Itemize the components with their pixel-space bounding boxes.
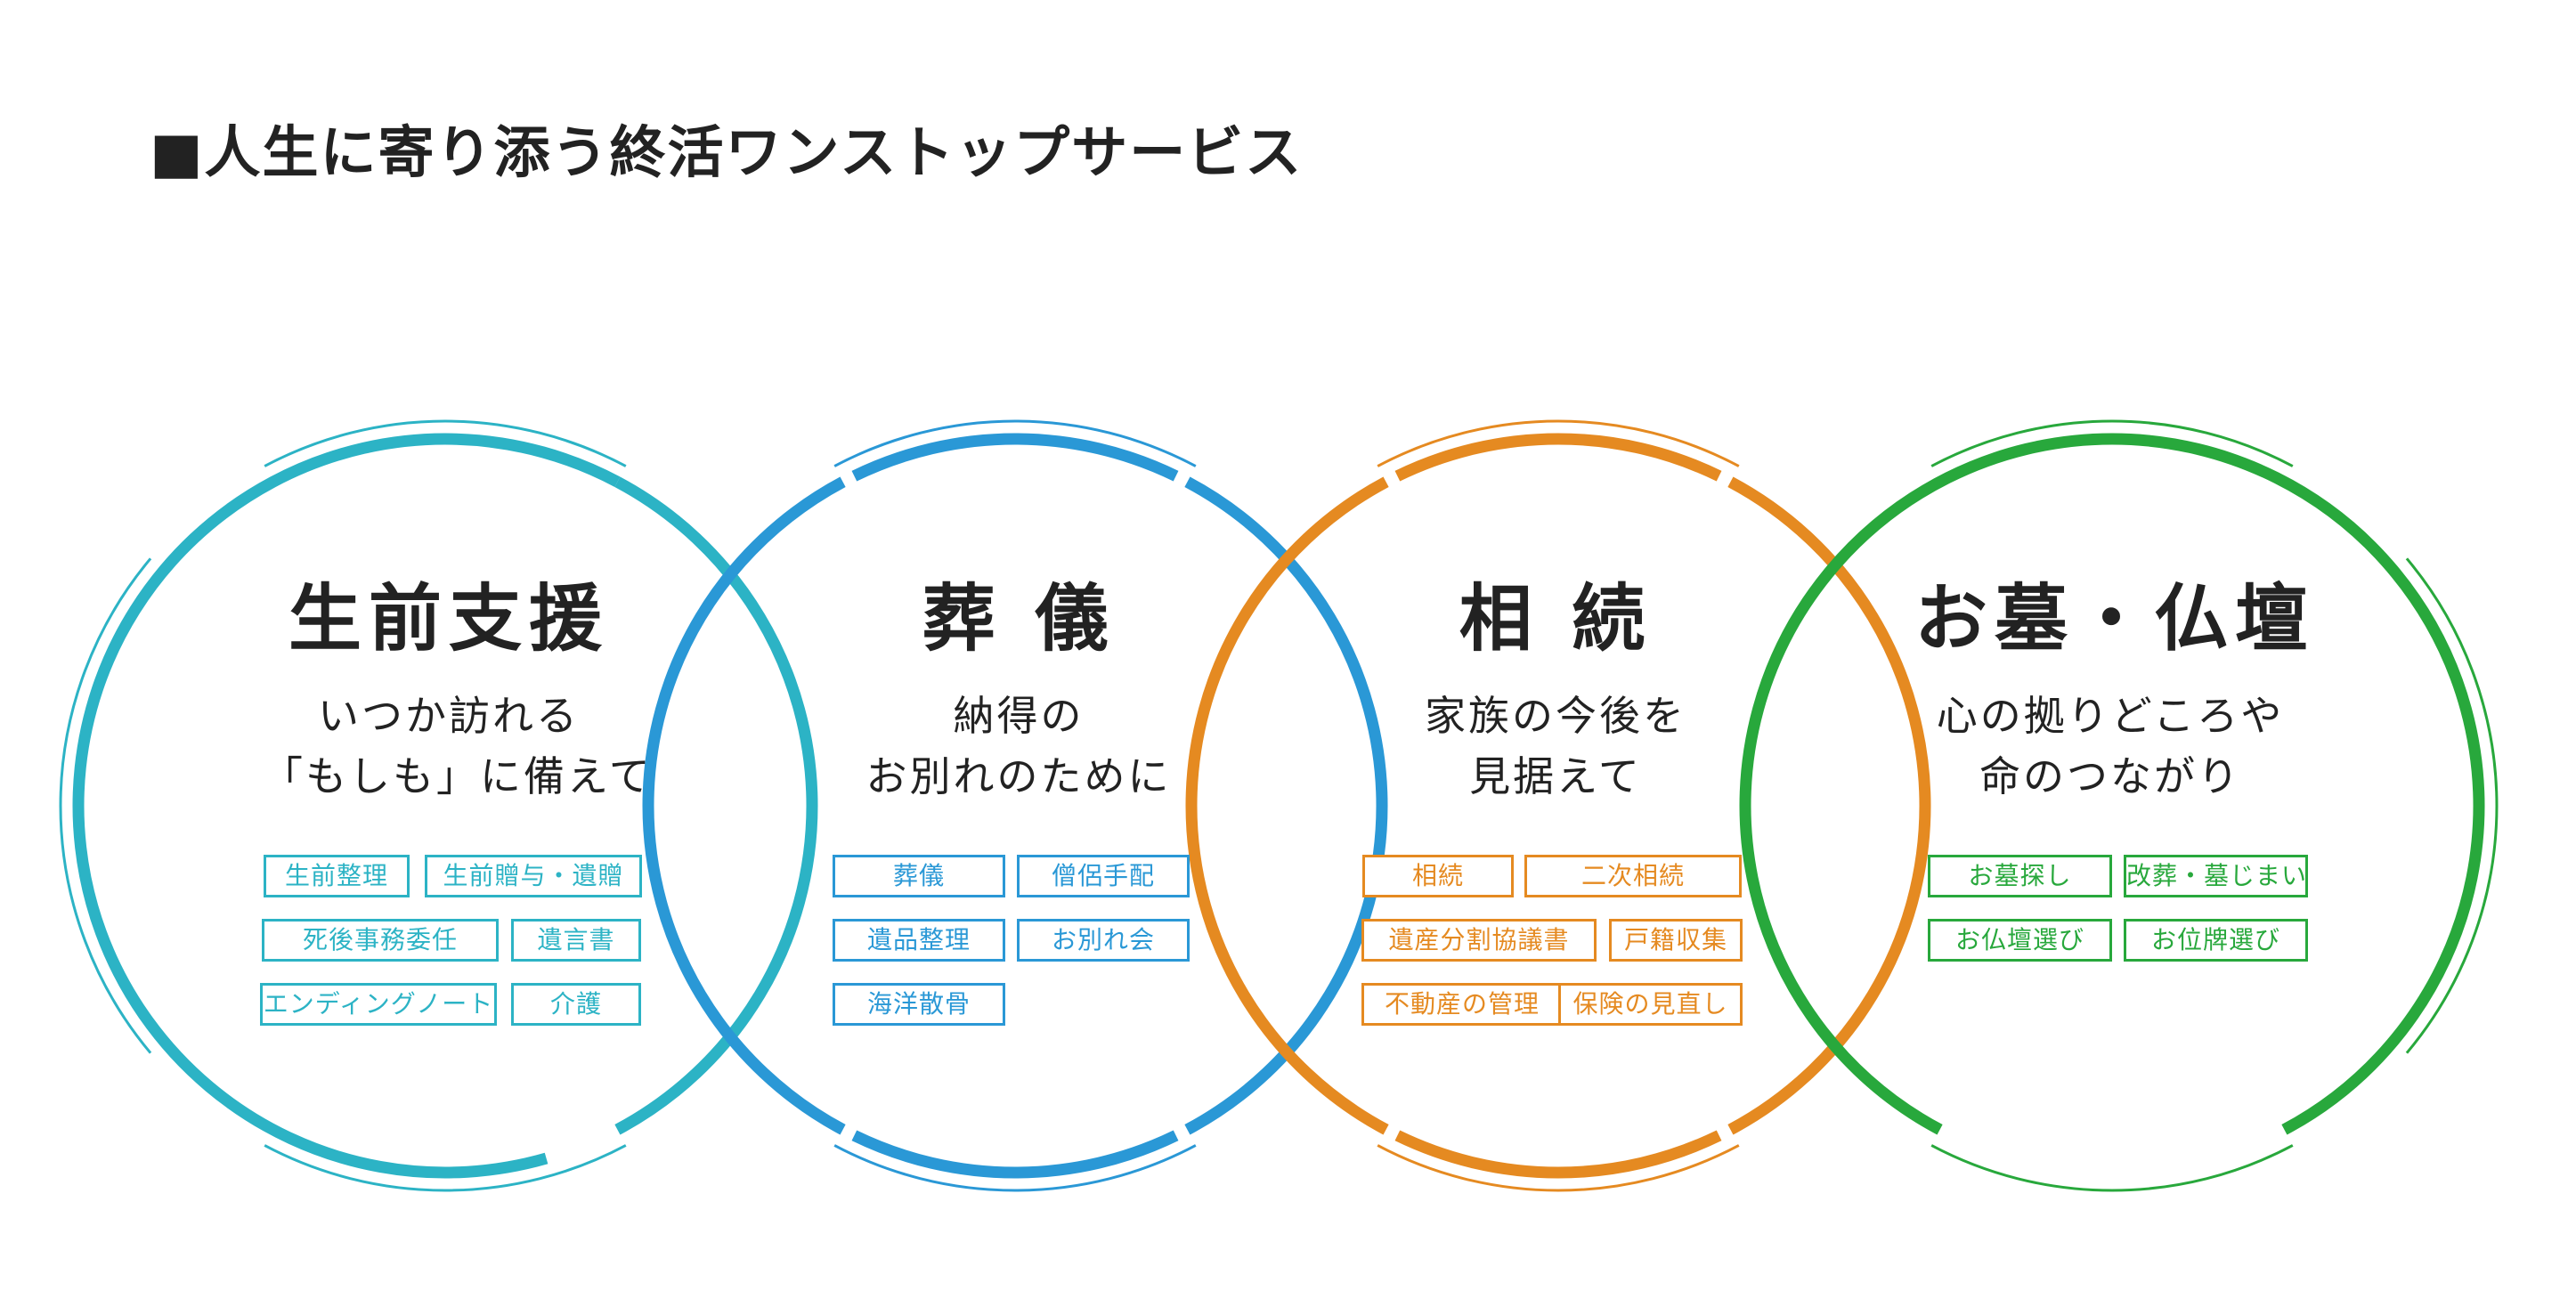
ring-accent-arc (1930, 1144, 2294, 1192)
service-tag[interactable]: お墓探し (1928, 855, 2112, 897)
service-lifetime-support: 生前支援 いつか訪れる 「もしも」に備えて (262, 577, 653, 1046)
service-tag[interactable]: エンディングノート (260, 983, 497, 1026)
service-tag[interactable]: 生前贈与・遺贈 (425, 855, 642, 897)
service-subtitle: 心の拠りどころや 命のつながり (1914, 686, 2306, 807)
ring-arc (1185, 476, 1389, 1135)
service-tag[interactable]: 死後事務委任 (262, 919, 499, 962)
page-title: ■人生に寄り添う終活ワンストップサービス (150, 120, 1304, 185)
ring-accent-arc (1930, 419, 2294, 467)
service-tag[interactable]: 遺産分割協議書 (1361, 919, 1597, 962)
service-subtitle: いつか訪れる 「もしも」に備えて (262, 686, 653, 807)
ring-arc (614, 476, 818, 1135)
ring-arc (1394, 433, 1722, 482)
service-subtitle-line: 心の拠りどころや (1936, 692, 2285, 740)
service-tag[interactable]: お位牌選び (2124, 919, 2308, 962)
service-tag[interactable]: 戸籍収集 (1609, 919, 1743, 962)
service-title: 生前支援 (288, 577, 609, 662)
ring-accent-arc (1377, 419, 1740, 467)
service-subtitle-line: 命のつながり (1979, 752, 2241, 800)
service-subtitle: 納得の お別れのために (841, 686, 1197, 807)
service-tag[interactable]: 僧侶手配 (1017, 855, 1190, 897)
service-subtitle-line: 家族の今後を (1425, 692, 1686, 740)
service-funeral: 葬 儀 納得の お別れのために (841, 583, 1197, 1046)
ring-arc (1727, 476, 1931, 1135)
service-tag[interactable]: 葬儀 (833, 855, 1005, 897)
service-subtitle-line: いつか訪れる (318, 692, 580, 740)
service-inheritance: 相 続 家族の今後を 見据えて (1369, 583, 1743, 1046)
service-title: 相 続 (1459, 577, 1653, 662)
ring-accent-arc (264, 419, 627, 467)
ring-accent-arc (833, 419, 1197, 467)
service-subtitle-line: 「もしも」に備えて (262, 752, 653, 800)
service-subtitle-line: お別れのために (865, 752, 1172, 800)
ring-inheritance (1185, 419, 1931, 1192)
service-tag[interactable]: 改葬・墓じまい (2124, 855, 2308, 897)
ring-accent-arc (833, 1144, 1197, 1192)
ring-accent-arc (1377, 1144, 1740, 1192)
service-subtitle: 家族の今後を 見据えて (1369, 686, 1743, 807)
ring-grave-altar (1739, 419, 2499, 1192)
ring-arc (851, 1130, 1179, 1179)
service-title: お墓・仏壇 (1914, 577, 2316, 662)
service-tag[interactable]: 生前整理 (264, 855, 410, 897)
ring-arc (642, 476, 846, 1135)
service-subtitle-line: 納得の (953, 692, 1085, 740)
service-tag[interactable]: お仏壇選び (1928, 919, 2112, 962)
service-tag[interactable]: お別れ会 (1017, 919, 1190, 962)
service-tag[interactable]: 不動産の管理 (1361, 983, 1563, 1026)
ring-arc (72, 433, 621, 1179)
service-tag[interactable]: 保険の見直し (1558, 983, 1743, 1026)
ring-arc (1739, 433, 2485, 1135)
ring-lifetime-support (59, 419, 818, 1192)
service-tag[interactable]: 海洋散骨 (833, 983, 1005, 1026)
service-title: 葬 儀 (922, 577, 1116, 662)
service-tag[interactable]: 遺品整理 (833, 919, 1005, 962)
ring-accent-arc (59, 557, 152, 1054)
ring-accent-arc (2405, 557, 2499, 1054)
service-tag[interactable]: 二次相続 (1524, 855, 1742, 897)
ring-accent-arc (264, 1144, 627, 1192)
service-grave-altar: お墓・仏壇 心の拠りどころや 命のつながり (1914, 577, 2316, 1046)
service-subtitle-line: 見据えて (1469, 752, 1642, 800)
service-tag[interactable]: 介護 (511, 983, 641, 1026)
service-tag[interactable]: 相続 (1362, 855, 1514, 897)
ring-arc (851, 433, 1179, 482)
ring-arc (1394, 1130, 1722, 1179)
service-tag[interactable]: 遺言書 (511, 919, 641, 962)
ring-arc (1184, 476, 1388, 1135)
